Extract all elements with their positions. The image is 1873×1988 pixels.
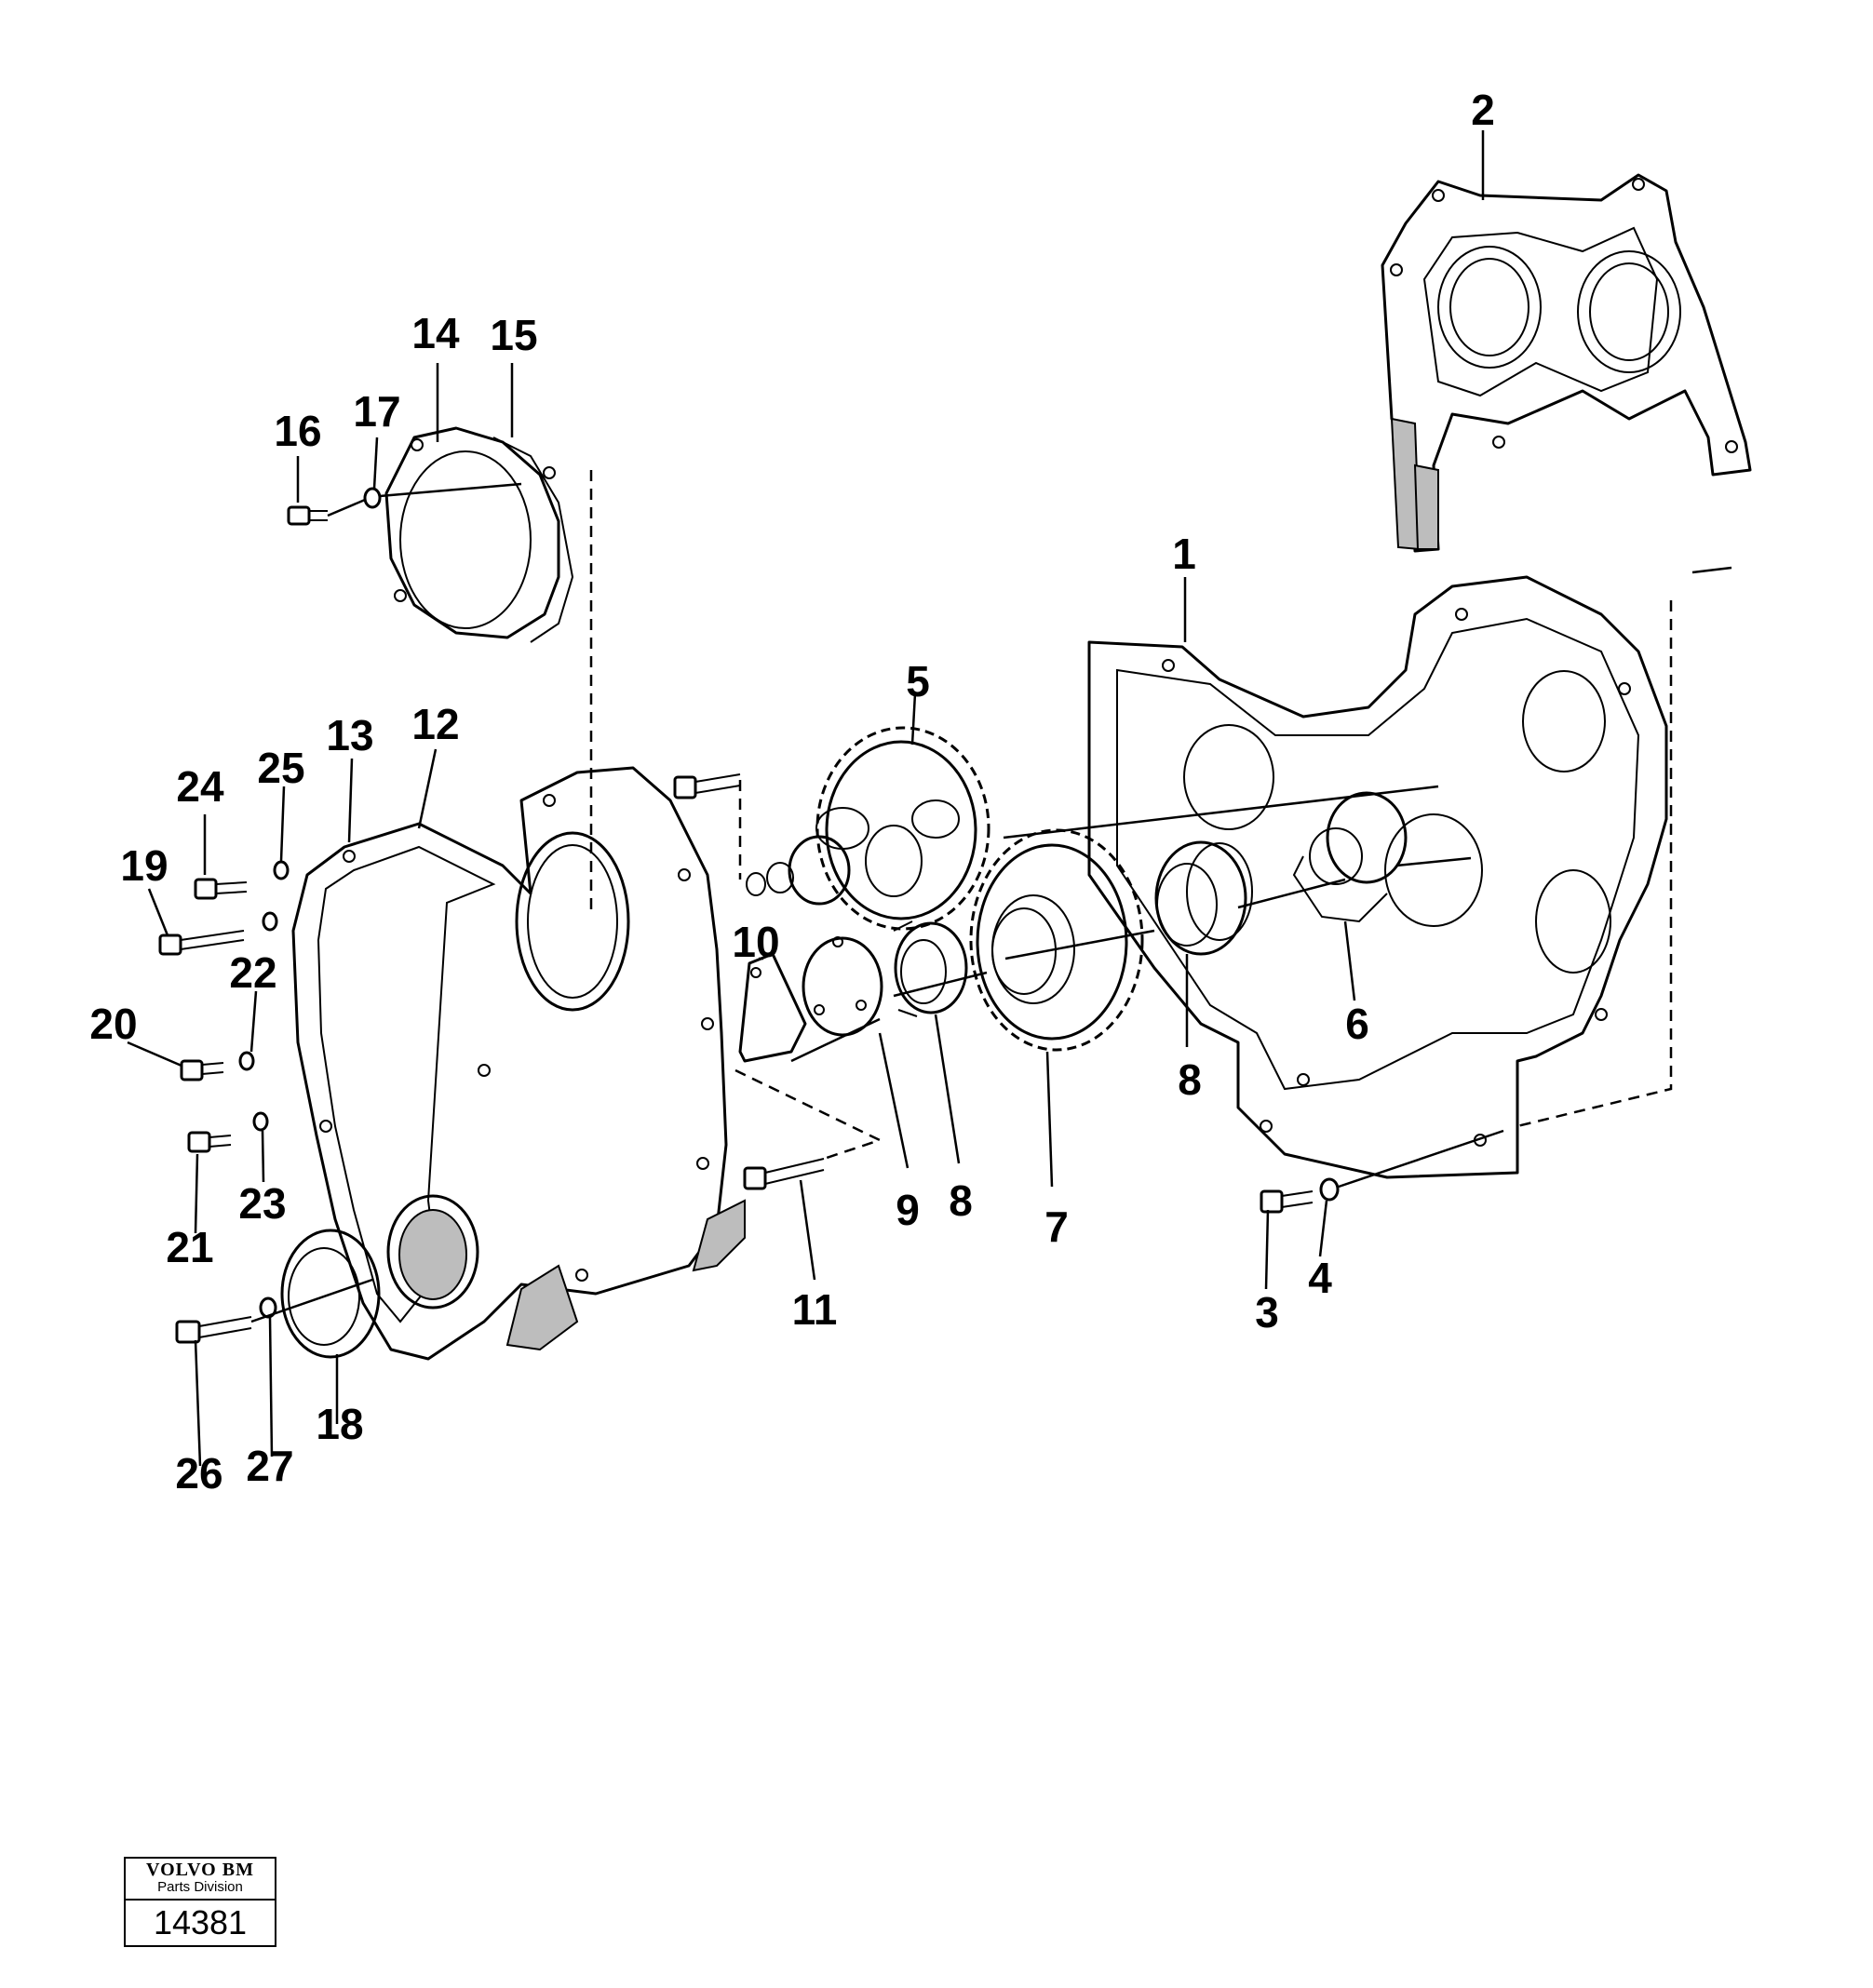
callout-19: 19 [120,841,168,890]
washer-part-17 [363,487,382,509]
callout-9: 9 [896,1186,920,1234]
timing-cover-part-12-13 [291,766,746,1361]
callout-21: 21 [166,1223,214,1271]
callout-4: 4 [1308,1254,1332,1302]
bolt-part-24 [194,878,248,900]
callout-8-right: 8 [1178,1055,1202,1104]
callout-3: 3 [1255,1288,1279,1337]
bolt-part-20 [180,1059,224,1081]
callout-24: 24 [176,762,224,811]
callout-25: 25 [257,744,305,792]
stamp-header: VOLVO BM Parts Division [126,1859,275,1901]
callout-13: 13 [326,711,374,759]
stamp-brand: VOLVO BM [146,1860,254,1880]
bolt-part-26 [175,1316,252,1344]
seal-part-18 [280,1229,381,1359]
lock-washer-gear5 [746,835,851,906]
callout-leaders [127,130,1485,1467]
bolt-part-11 [743,1158,825,1190]
washer-part-22 [262,911,278,932]
washer-part-22b [238,1051,255,1071]
washer-part-23 [252,1111,269,1132]
callout-14: 14 [411,309,460,357]
seal-ring-part-8-right [1154,840,1253,956]
gasket-part-2 [1381,173,1752,553]
volvo-bm-parts-stamp: VOLVO BM Parts Division 14381 [124,1857,276,1947]
bolt-upper-gear-cover [673,773,741,799]
bolt-part-3 [1260,1189,1314,1214]
callout-12: 12 [411,700,460,748]
callout-15: 15 [490,311,538,359]
callout-6: 6 [1345,1000,1369,1048]
hub-part-6 [1292,791,1408,923]
thrust-washer-part-8-left [893,920,968,1017]
assembly-lines [250,470,1732,1323]
bracket-part-10 [738,952,807,1063]
callout-16: 16 [274,407,322,455]
callout-26: 26 [175,1449,223,1498]
callout-10: 10 [732,918,780,966]
gear-part-5 [815,726,990,931]
stamp-division: Parts Division [157,1879,243,1895]
washer-part-4 [1319,1177,1340,1202]
bolt-part-16 [287,505,328,526]
callout-11: 11 [791,1285,838,1334]
callout-22: 22 [229,948,277,997]
round-cover-part-14-15 [384,426,574,643]
callout-8-left: 8 [949,1176,973,1225]
callout-5: 5 [906,657,930,705]
callout-2: 2 [1471,86,1495,134]
callout-27: 27 [246,1442,294,1490]
callout-7: 7 [1044,1202,1069,1251]
callout-18: 18 [316,1400,364,1448]
callout-23: 23 [238,1179,287,1228]
washer-part-25 [273,860,290,880]
timing-casing-part-1 [1087,575,1668,1179]
callout-1: 1 [1172,530,1196,578]
thrust-plate-part-9 [802,936,883,1037]
bolt-part-21 [187,1131,232,1153]
bolt-part-19 [158,930,245,956]
gear-part-7 [969,828,1144,1052]
stamp-illustration-number: 14381 [153,1902,248,1941]
callout-17: 17 [353,387,401,436]
callout-20: 20 [89,1000,138,1048]
